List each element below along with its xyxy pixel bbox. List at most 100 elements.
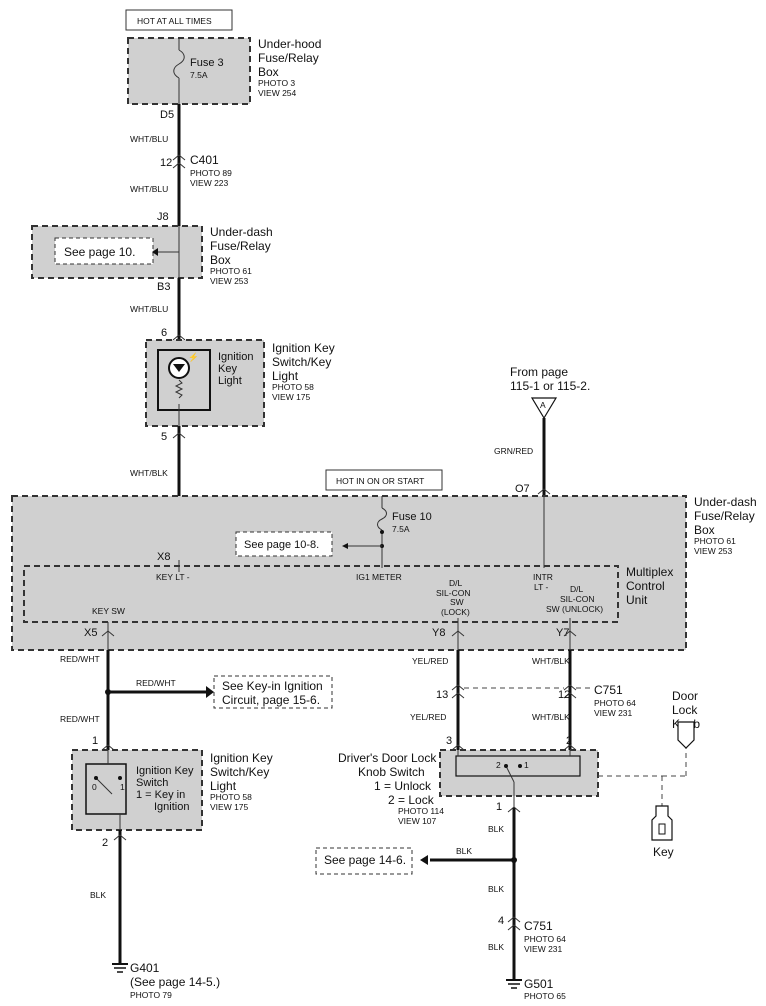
key-icon bbox=[651, 805, 673, 841]
wire-label-yel-red-1: YEL/RED bbox=[412, 656, 448, 666]
wire-label-wht-blu-3: WHT/BLU bbox=[130, 304, 168, 314]
fuse-10-symbol bbox=[377, 507, 387, 531]
key-in-note-1: See Key-in Ignition bbox=[222, 679, 323, 693]
ignition-inner-1: Ignition bbox=[218, 351, 253, 363]
pin-1-ignition-switch: 1 bbox=[92, 735, 98, 747]
ground-g501-photo: PHOTO 65 bbox=[524, 991, 566, 1001]
ground-g401-photo: PHOTO 79 bbox=[130, 990, 172, 1000]
pin-x5: X5 bbox=[84, 627, 97, 639]
door-switch-contact bbox=[505, 765, 515, 783]
hot-at-all-times-label: HOT AT ALL TIMES bbox=[137, 16, 212, 26]
ignition-switch-title-1: Ignition Key bbox=[210, 751, 273, 765]
underdash-fuse-box-main bbox=[11, 495, 687, 651]
pin-x8: X8 bbox=[157, 551, 170, 563]
door-switch-view: VIEW 107 bbox=[398, 816, 437, 826]
pin-2-ignition-switch: 2 bbox=[102, 837, 108, 849]
ignition-light-photo: PHOTO 58 bbox=[272, 382, 314, 392]
mcu-title-1: Multiplex bbox=[626, 565, 673, 579]
ignition-switch-title-3: Light bbox=[210, 779, 237, 793]
connector-c751-bottom: C751 bbox=[524, 919, 553, 933]
wire-label-blk-3: BLK bbox=[456, 846, 472, 856]
ground-g501-label: G501 bbox=[524, 977, 554, 991]
wire-label-blk-2: BLK bbox=[488, 824, 504, 834]
door-lock-knob-title-2: Lock bbox=[672, 703, 698, 717]
pin-6: 6 bbox=[161, 327, 167, 339]
fuse-10-rating: 7.5A bbox=[392, 524, 410, 534]
wire-label-red-wht-2: RED/WHT bbox=[136, 678, 176, 688]
mcu-dl-unlock-3: SW (UNLOCK) bbox=[546, 604, 603, 614]
pin-13-c751: 13 bbox=[436, 689, 448, 701]
fuse-10-label: Fuse 10 bbox=[392, 511, 432, 523]
pin-3-door-switch: 3 bbox=[446, 735, 452, 747]
mcu-key-sw: KEY SW bbox=[92, 606, 125, 616]
fuse-3-label: Fuse 3 bbox=[190, 57, 224, 69]
underhood-box-photo: PHOTO 3 bbox=[258, 78, 295, 88]
mcu-dl-unlock-2: SIL-CON bbox=[560, 594, 594, 604]
wire-label-wht-blk-3: WHT/BLK bbox=[532, 712, 570, 722]
key-in-note-2: Circuit, page 15-6. bbox=[222, 693, 320, 707]
ground-g401-label: G401 bbox=[130, 961, 160, 975]
mcu-intr-2: LT - bbox=[534, 582, 548, 592]
pin-5: 5 bbox=[161, 431, 167, 443]
underhood-box-title-1: Under-hood bbox=[258, 37, 321, 51]
connector-a-icon bbox=[530, 397, 558, 420]
underhood-box-view: VIEW 254 bbox=[258, 88, 297, 98]
pin-y7: Y7 bbox=[556, 627, 569, 639]
mcu-intr-1: INTR bbox=[533, 572, 553, 582]
underhood-fuse-box bbox=[127, 37, 251, 105]
door-switch-legend-1: 1 = Unlock bbox=[374, 779, 432, 793]
c751-bottom-view: VIEW 231 bbox=[524, 944, 563, 954]
pin-o7: O7 bbox=[515, 483, 530, 495]
ignition-switch-pos-1: 1 bbox=[120, 782, 125, 792]
multiplex-control-unit bbox=[23, 565, 619, 623]
pin-b3: B3 bbox=[157, 281, 170, 293]
ignition-light-title-2: Switch/Key bbox=[272, 355, 331, 369]
door-switch-pos-1: 1 bbox=[524, 760, 529, 770]
mcu-key-lt: KEY LT - bbox=[156, 572, 190, 582]
underdash-top-title-3: Box bbox=[210, 253, 231, 267]
wire-label-wht-blk-2: WHT/BLK bbox=[532, 656, 570, 666]
wire-label-blk-4: BLK bbox=[488, 884, 504, 894]
underdash-main-photo: PHOTO 61 bbox=[694, 536, 736, 546]
wire-label-wht-blk-1: WHT/BLK bbox=[130, 468, 168, 478]
connector-a-label: A bbox=[540, 400, 546, 410]
ignition-switch-inner-4: Ignition bbox=[154, 801, 189, 813]
from-page-1: From page bbox=[510, 365, 568, 379]
c401-photo: PHOTO 89 bbox=[190, 168, 232, 178]
hot-at-all-times-box bbox=[125, 9, 233, 31]
underdash-top-title-2: Fuse/Relay bbox=[210, 239, 271, 253]
pin-j8: J8 bbox=[157, 211, 169, 223]
ignition-switch-photo: PHOTO 58 bbox=[210, 792, 252, 802]
pin-12-c401: 12 bbox=[160, 157, 172, 169]
from-page-2: 115-1 or 115-2. bbox=[510, 379, 590, 393]
wire-label-red-wht-3: RED/WHT bbox=[60, 714, 100, 724]
underdash-main-title-1: Under-dash bbox=[694, 495, 757, 509]
ignition-key-light-box bbox=[145, 339, 265, 427]
ignition-light-title-3: Light bbox=[272, 369, 299, 383]
underdash-top-view: VIEW 253 bbox=[210, 276, 249, 286]
ignition-inner-2: Key bbox=[218, 363, 237, 375]
pin-d5: D5 bbox=[160, 109, 174, 121]
wire-label-blk-1: BLK bbox=[90, 890, 106, 900]
mcu-dl-lock-4: (LOCK) bbox=[441, 607, 470, 617]
door-lock-knob-switch-box bbox=[439, 749, 599, 797]
door-lock-knob-title-1: Door bbox=[672, 689, 698, 703]
wire-label-blk-5: BLK bbox=[488, 942, 504, 952]
ignition-switch-inner-1: Ignition Key bbox=[136, 765, 194, 777]
resistor-symbol bbox=[174, 379, 184, 399]
mcu-dl-unlock-1: D/L bbox=[570, 584, 584, 594]
ignition-light-view: VIEW 175 bbox=[272, 392, 311, 402]
svg-text:⚡: ⚡ bbox=[188, 352, 199, 363]
see-page-10-box bbox=[54, 237, 154, 265]
ignition-light-title-1: Ignition Key bbox=[272, 341, 335, 355]
key-label: Key bbox=[653, 845, 674, 859]
wire-label-wht-blu-1: WHT/BLU bbox=[130, 134, 168, 144]
ignition-switch-inner-3: 1 = Key in bbox=[136, 789, 185, 801]
door-lock-knob-icon bbox=[677, 721, 695, 749]
ignition-switch-contact bbox=[95, 777, 113, 795]
fuse-3-symbol bbox=[173, 49, 185, 79]
wire-label-yel-red-2: YEL/RED bbox=[410, 712, 446, 722]
see-page-10-8-box bbox=[235, 531, 333, 557]
mcu-dl-lock-2: SIL-CON bbox=[436, 588, 470, 598]
